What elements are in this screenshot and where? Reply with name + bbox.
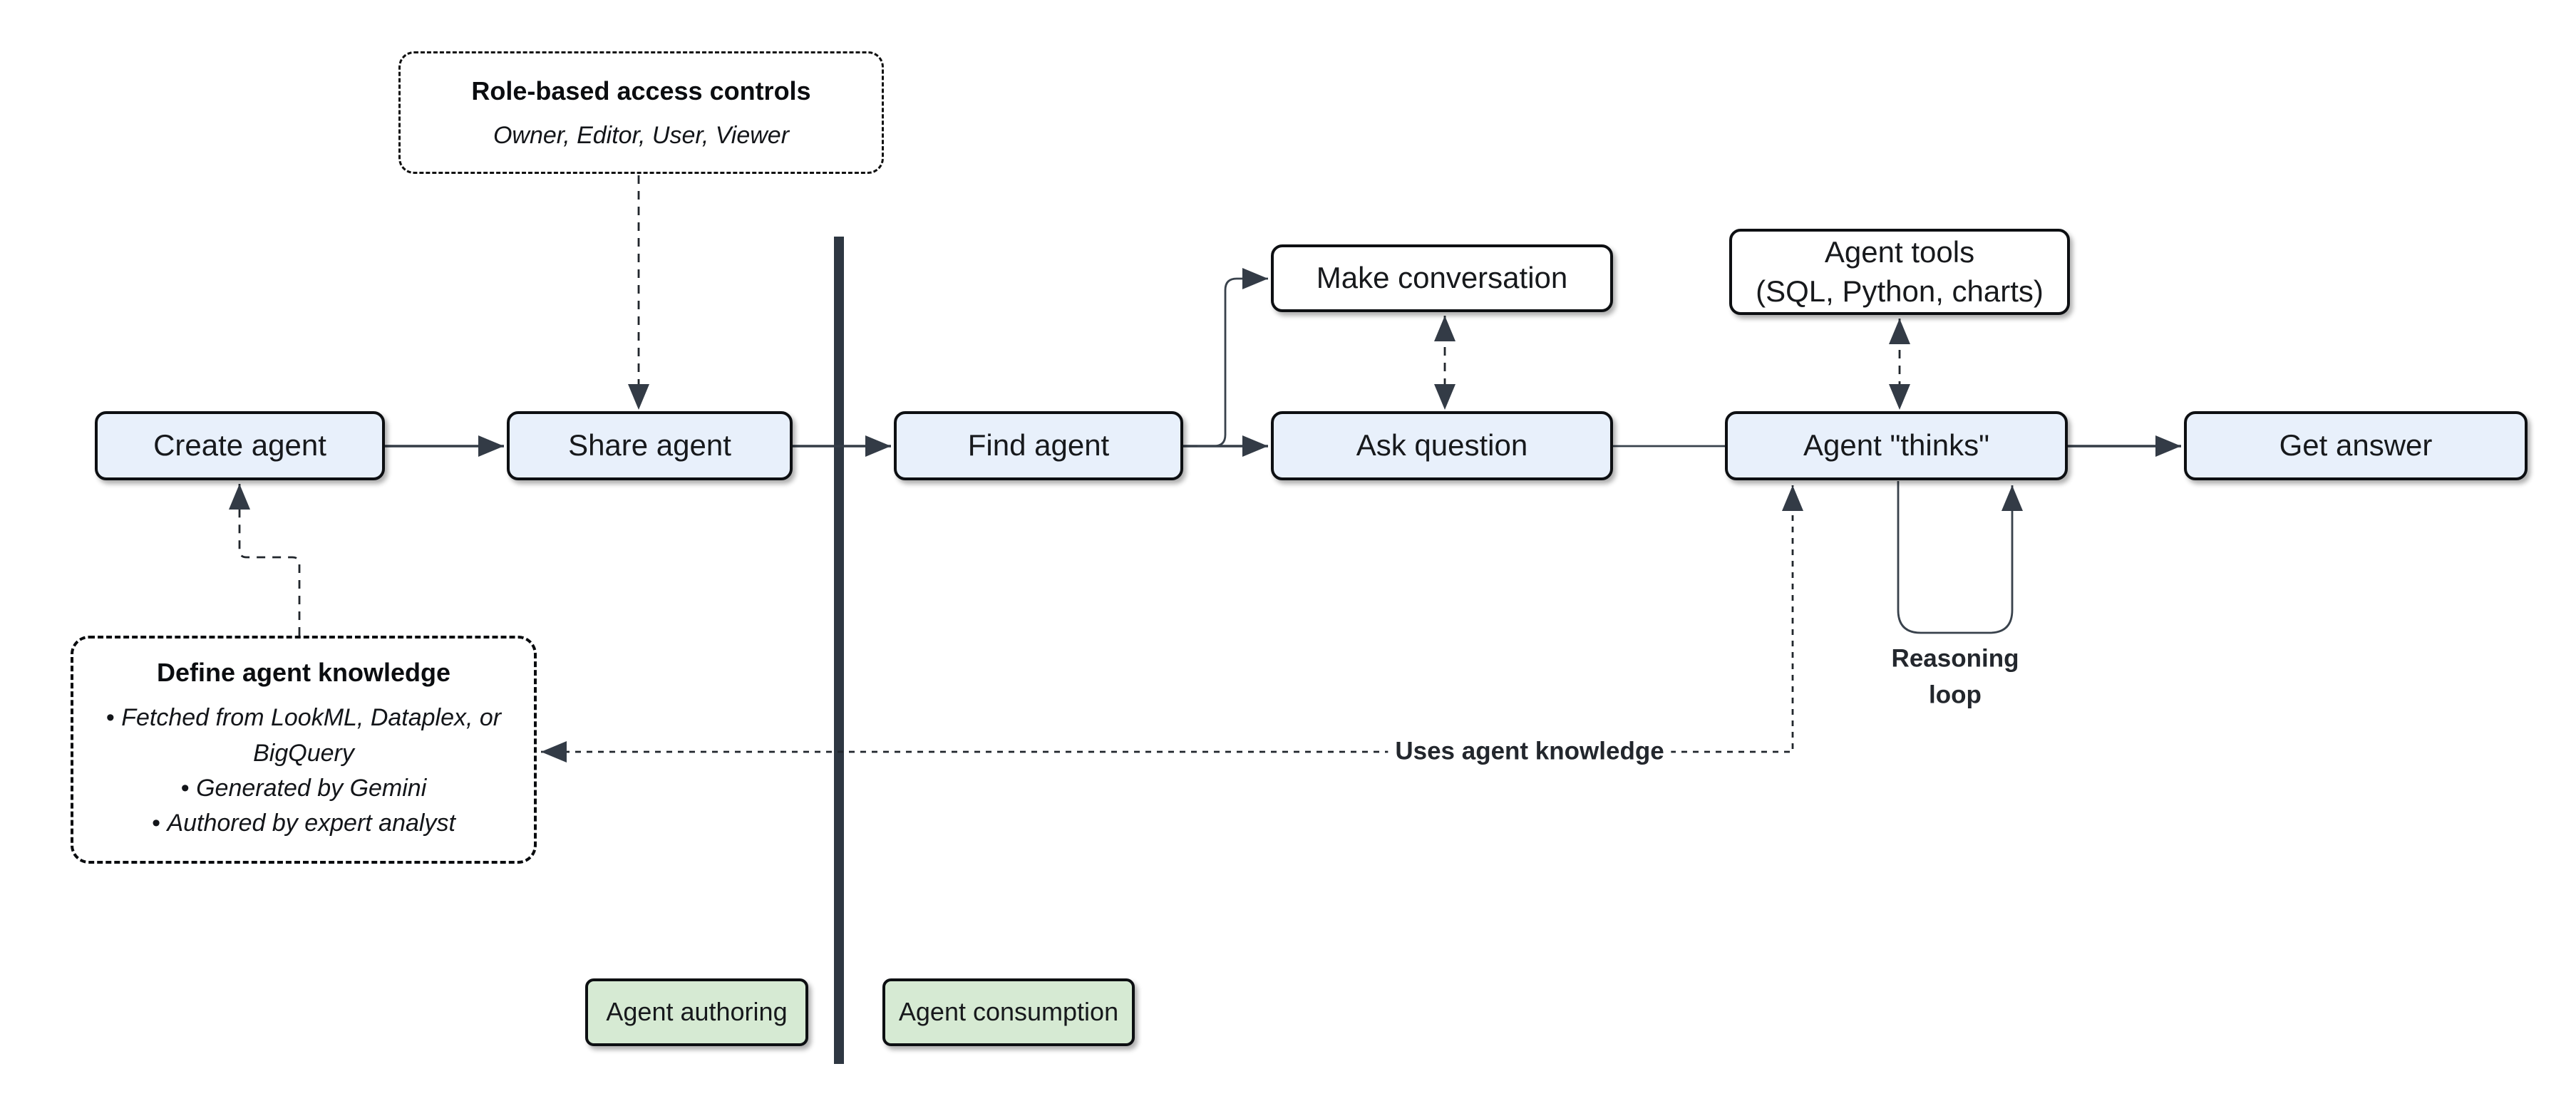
section-divider	[834, 237, 844, 1064]
note-role-based-access-controls: Role-based access controls Owner, Editor…	[398, 51, 884, 174]
label-uses-agent-knowledge: Uses agent knowledge	[1388, 733, 1671, 770]
knowledge-bullet-list: Fetched from LookML, Dataplex, or BigQue…	[91, 701, 516, 841]
knowledge-bullet: Authored by expert analyst	[91, 806, 516, 841]
note-title: Role-based access controls	[471, 76, 811, 105]
knowledge-bullet: Fetched from LookML, Dataplex, or BigQue…	[91, 701, 516, 771]
node-ask-question: Ask question	[1271, 411, 1613, 480]
arrow-knowledge-to-create	[229, 484, 301, 636]
arrow-find-to-make-conversation	[1197, 268, 1268, 448]
badge-agent-consumption: Agent consumption	[882, 978, 1135, 1046]
note-title: Define agent knowledge	[156, 658, 451, 688]
node-make-conversation: Make conversation	[1271, 244, 1613, 312]
node-agent-tools: Agent tools (SQL, Python, charts)	[1729, 229, 2070, 315]
arrow-uses-agent-knowledge	[541, 485, 1803, 763]
node-share-agent: Share agent	[507, 411, 793, 480]
node-get-answer: Get answer	[2184, 411, 2528, 480]
agent-tools-line2: (SQL, Python, charts)	[1756, 274, 2044, 308]
label-reasoning-loop: Reasoning loop	[1891, 644, 2019, 708]
arrow-reasoning-loop	[1897, 481, 2023, 634]
note-define-agent-knowledge: Define agent knowledge Fetched from Look…	[71, 636, 537, 864]
note-subtitle: Owner, Editor, User, Viewer	[493, 121, 790, 149]
badge-agent-authoring: Agent authoring	[585, 978, 808, 1046]
knowledge-bullet: Generated by Gemini	[91, 771, 516, 806]
node-create-agent: Create agent	[95, 411, 385, 480]
node-agent-thinks: Agent "thinks"	[1725, 411, 2068, 480]
agent-tools-line1: Agent tools	[1824, 234, 1975, 269]
node-find-agent: Find agent	[894, 411, 1183, 480]
